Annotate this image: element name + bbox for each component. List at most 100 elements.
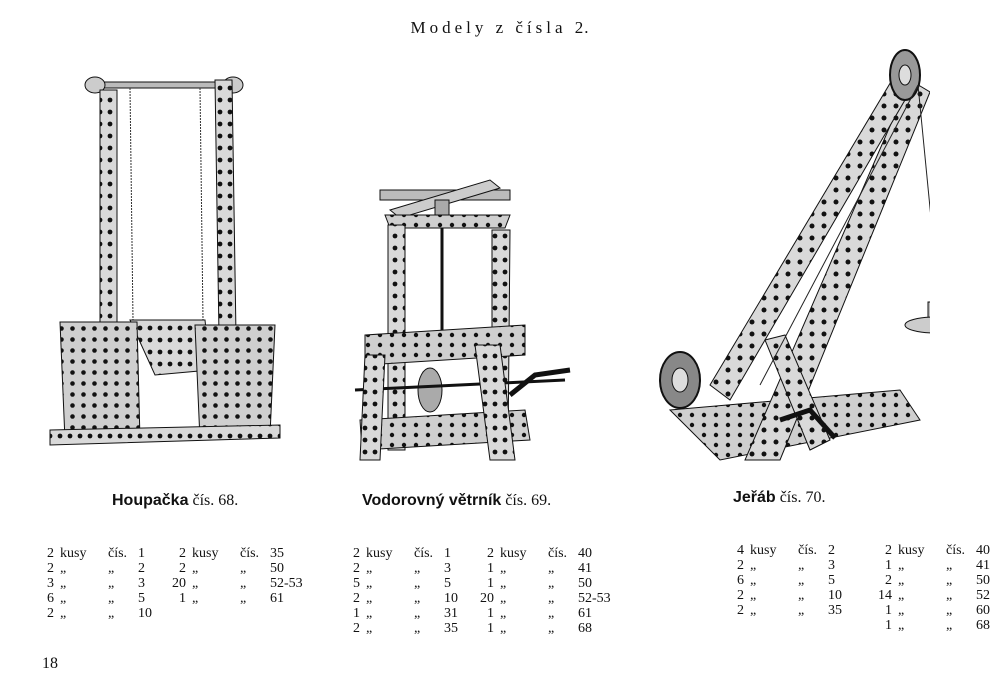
part-quantity: 2 (179, 561, 186, 576)
part-label: čís. (414, 546, 434, 561)
part-quantity: 14 (878, 588, 892, 603)
part-label: čís. (548, 546, 568, 561)
part-label: „ (946, 603, 953, 618)
parts-row: 2„„3 (728, 558, 842, 573)
part-label: čís. (798, 543, 818, 558)
part-unit: „ (60, 576, 67, 591)
part-unit: „ (750, 603, 757, 618)
part-quantity: 2 (47, 546, 54, 561)
part-quantity: 2 (47, 561, 54, 576)
part-unit: „ (750, 573, 757, 588)
part-label: „ (414, 576, 421, 591)
part-number: 50 (976, 573, 990, 588)
part-unit: „ (898, 558, 905, 573)
part-quantity: 2 (47, 606, 54, 621)
model-name: Jeřáb (733, 489, 776, 506)
part-number: 68 (578, 621, 592, 636)
part-quantity: 1 (885, 618, 892, 633)
caption-windmill: Vodorovný větrník čís. 69. (362, 492, 551, 510)
part-unit: „ (500, 576, 507, 591)
part-number: 2 (138, 561, 145, 576)
part-label: „ (414, 561, 421, 576)
part-label: „ (240, 561, 247, 576)
part-number: 52-53 (270, 576, 303, 591)
part-number: 40 (976, 543, 990, 558)
part-unit: „ (192, 561, 199, 576)
parts-row: 6„„5 (38, 591, 152, 606)
part-number: 68 (976, 618, 990, 633)
part-label: „ (798, 558, 805, 573)
part-unit: kusy (500, 546, 527, 561)
part-unit: „ (750, 588, 757, 603)
part-number: 2 (828, 543, 835, 558)
part-unit: „ (366, 576, 373, 591)
part-number: 50 (578, 576, 592, 591)
parts-row: 2„„10 (344, 591, 458, 606)
part-number: 52-53 (578, 591, 611, 606)
part-label: „ (108, 606, 115, 621)
parts-row: 1„„61 (478, 606, 611, 621)
part-number: 31 (444, 606, 458, 621)
model-name: Houpačka (112, 492, 189, 509)
part-label: „ (548, 621, 555, 636)
parts-row: 2„„50 (170, 561, 303, 576)
part-number: 10 (444, 591, 458, 606)
part-number: 5 (444, 576, 451, 591)
part-label: „ (548, 576, 555, 591)
parts-row: 1„„31 (344, 606, 458, 621)
parts-row: 5 „ „ 5 (344, 576, 458, 591)
part-quantity: 1 (885, 558, 892, 573)
part-label: „ (414, 591, 421, 606)
part-quantity: 1 (487, 621, 494, 636)
part-label: „ (414, 606, 421, 621)
part-label: čís. (108, 546, 128, 561)
part-quantity: 1 (487, 561, 494, 576)
part-unit: „ (366, 606, 373, 621)
swing-illustration (45, 70, 285, 460)
part-label: „ (946, 558, 953, 573)
parts-row: 2„„10 (38, 606, 152, 621)
caption-swing: Houpačka čís. 68. (112, 492, 238, 510)
part-quantity: 1 (487, 606, 494, 621)
part-quantity: 20 (480, 591, 494, 606)
part-label: „ (240, 591, 247, 606)
part-number: 35 (270, 546, 284, 561)
part-quantity: 2 (487, 546, 494, 561)
part-number: 5 (138, 591, 145, 606)
part-number: 35 (828, 603, 842, 618)
page-number: 18 (42, 655, 58, 672)
windmill-illustration (350, 170, 590, 470)
page-title-number: 2. (574, 18, 590, 37)
parts-row: 2„„10 (728, 588, 842, 603)
part-unit: „ (60, 606, 67, 621)
part-quantity: 1 (885, 603, 892, 618)
part-unit: „ (898, 588, 905, 603)
part-unit: „ (366, 591, 373, 606)
part-label: „ (946, 588, 953, 603)
part-unit: „ (898, 618, 905, 633)
parts-row: 2„„2 (38, 561, 152, 576)
crane-illustration (650, 40, 930, 470)
parts-row: 1„„41 (478, 561, 611, 576)
part-unit: „ (60, 561, 67, 576)
part-unit: „ (366, 561, 373, 576)
part-number: 60 (976, 603, 990, 618)
part-number: 41 (578, 561, 592, 576)
part-number: 3 (444, 561, 451, 576)
part-quantity: 5 (353, 576, 360, 591)
parts-row: 1„„68 (876, 618, 990, 633)
parts-row: 2„„35 (344, 621, 458, 636)
model-number: čís. 70. (779, 489, 826, 506)
part-unit: „ (750, 558, 757, 573)
part-unit: „ (366, 621, 373, 636)
part-quantity: 2 (179, 546, 186, 561)
model-number: čís. 68. (192, 492, 239, 509)
part-unit: kusy (60, 546, 87, 561)
